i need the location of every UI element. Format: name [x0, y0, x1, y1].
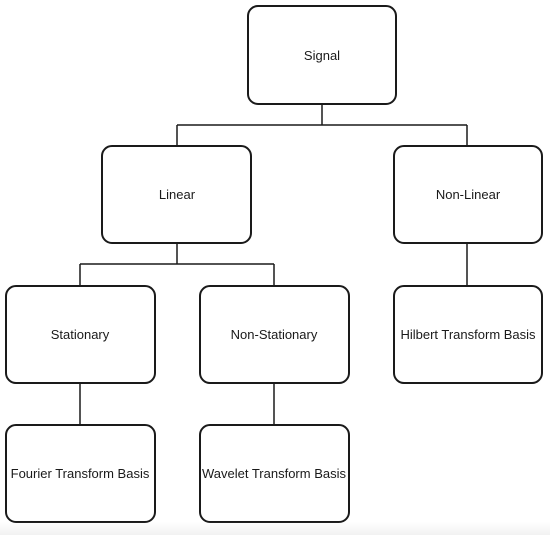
node-signal-box — [247, 5, 397, 105]
node-non-stationary: Non-Stationary — [199, 285, 350, 384]
node-stationary-label: Stationary — [51, 327, 110, 342]
node-linear-label: Linear — [159, 187, 196, 202]
node-linear-box — [101, 145, 252, 244]
node-hilbert-label: Hilbert Transform Basis — [400, 327, 536, 342]
node-non-stationary-box — [199, 285, 350, 384]
node-linear: Linear — [101, 145, 252, 244]
node-non-linear: Non-Linear — [393, 145, 543, 244]
node-fourier: Fourier Transform Basis — [5, 424, 156, 523]
connectors — [79, 104, 468, 425]
node-hilbert: Hilbert Transform Basis — [393, 285, 543, 384]
node-non-linear-box — [393, 145, 543, 244]
node-wavelet-label: Wavelet Transform Basis — [202, 466, 347, 481]
node-wavelet: Wavelet Transform Basis — [199, 424, 350, 523]
node-signal-label: Signal — [304, 48, 340, 63]
node-fourier-label: Fourier Transform Basis — [11, 466, 150, 481]
node-non-stationary-label: Non-Stationary — [231, 327, 318, 342]
bottom-fade-edge — [0, 522, 550, 535]
node-signal: Signal — [247, 5, 397, 105]
node-stationary-box — [5, 285, 156, 384]
node-hilbert-box — [393, 285, 543, 384]
node-non-linear-label: Non-Linear — [436, 187, 501, 202]
node-stationary: Stationary — [5, 285, 156, 384]
